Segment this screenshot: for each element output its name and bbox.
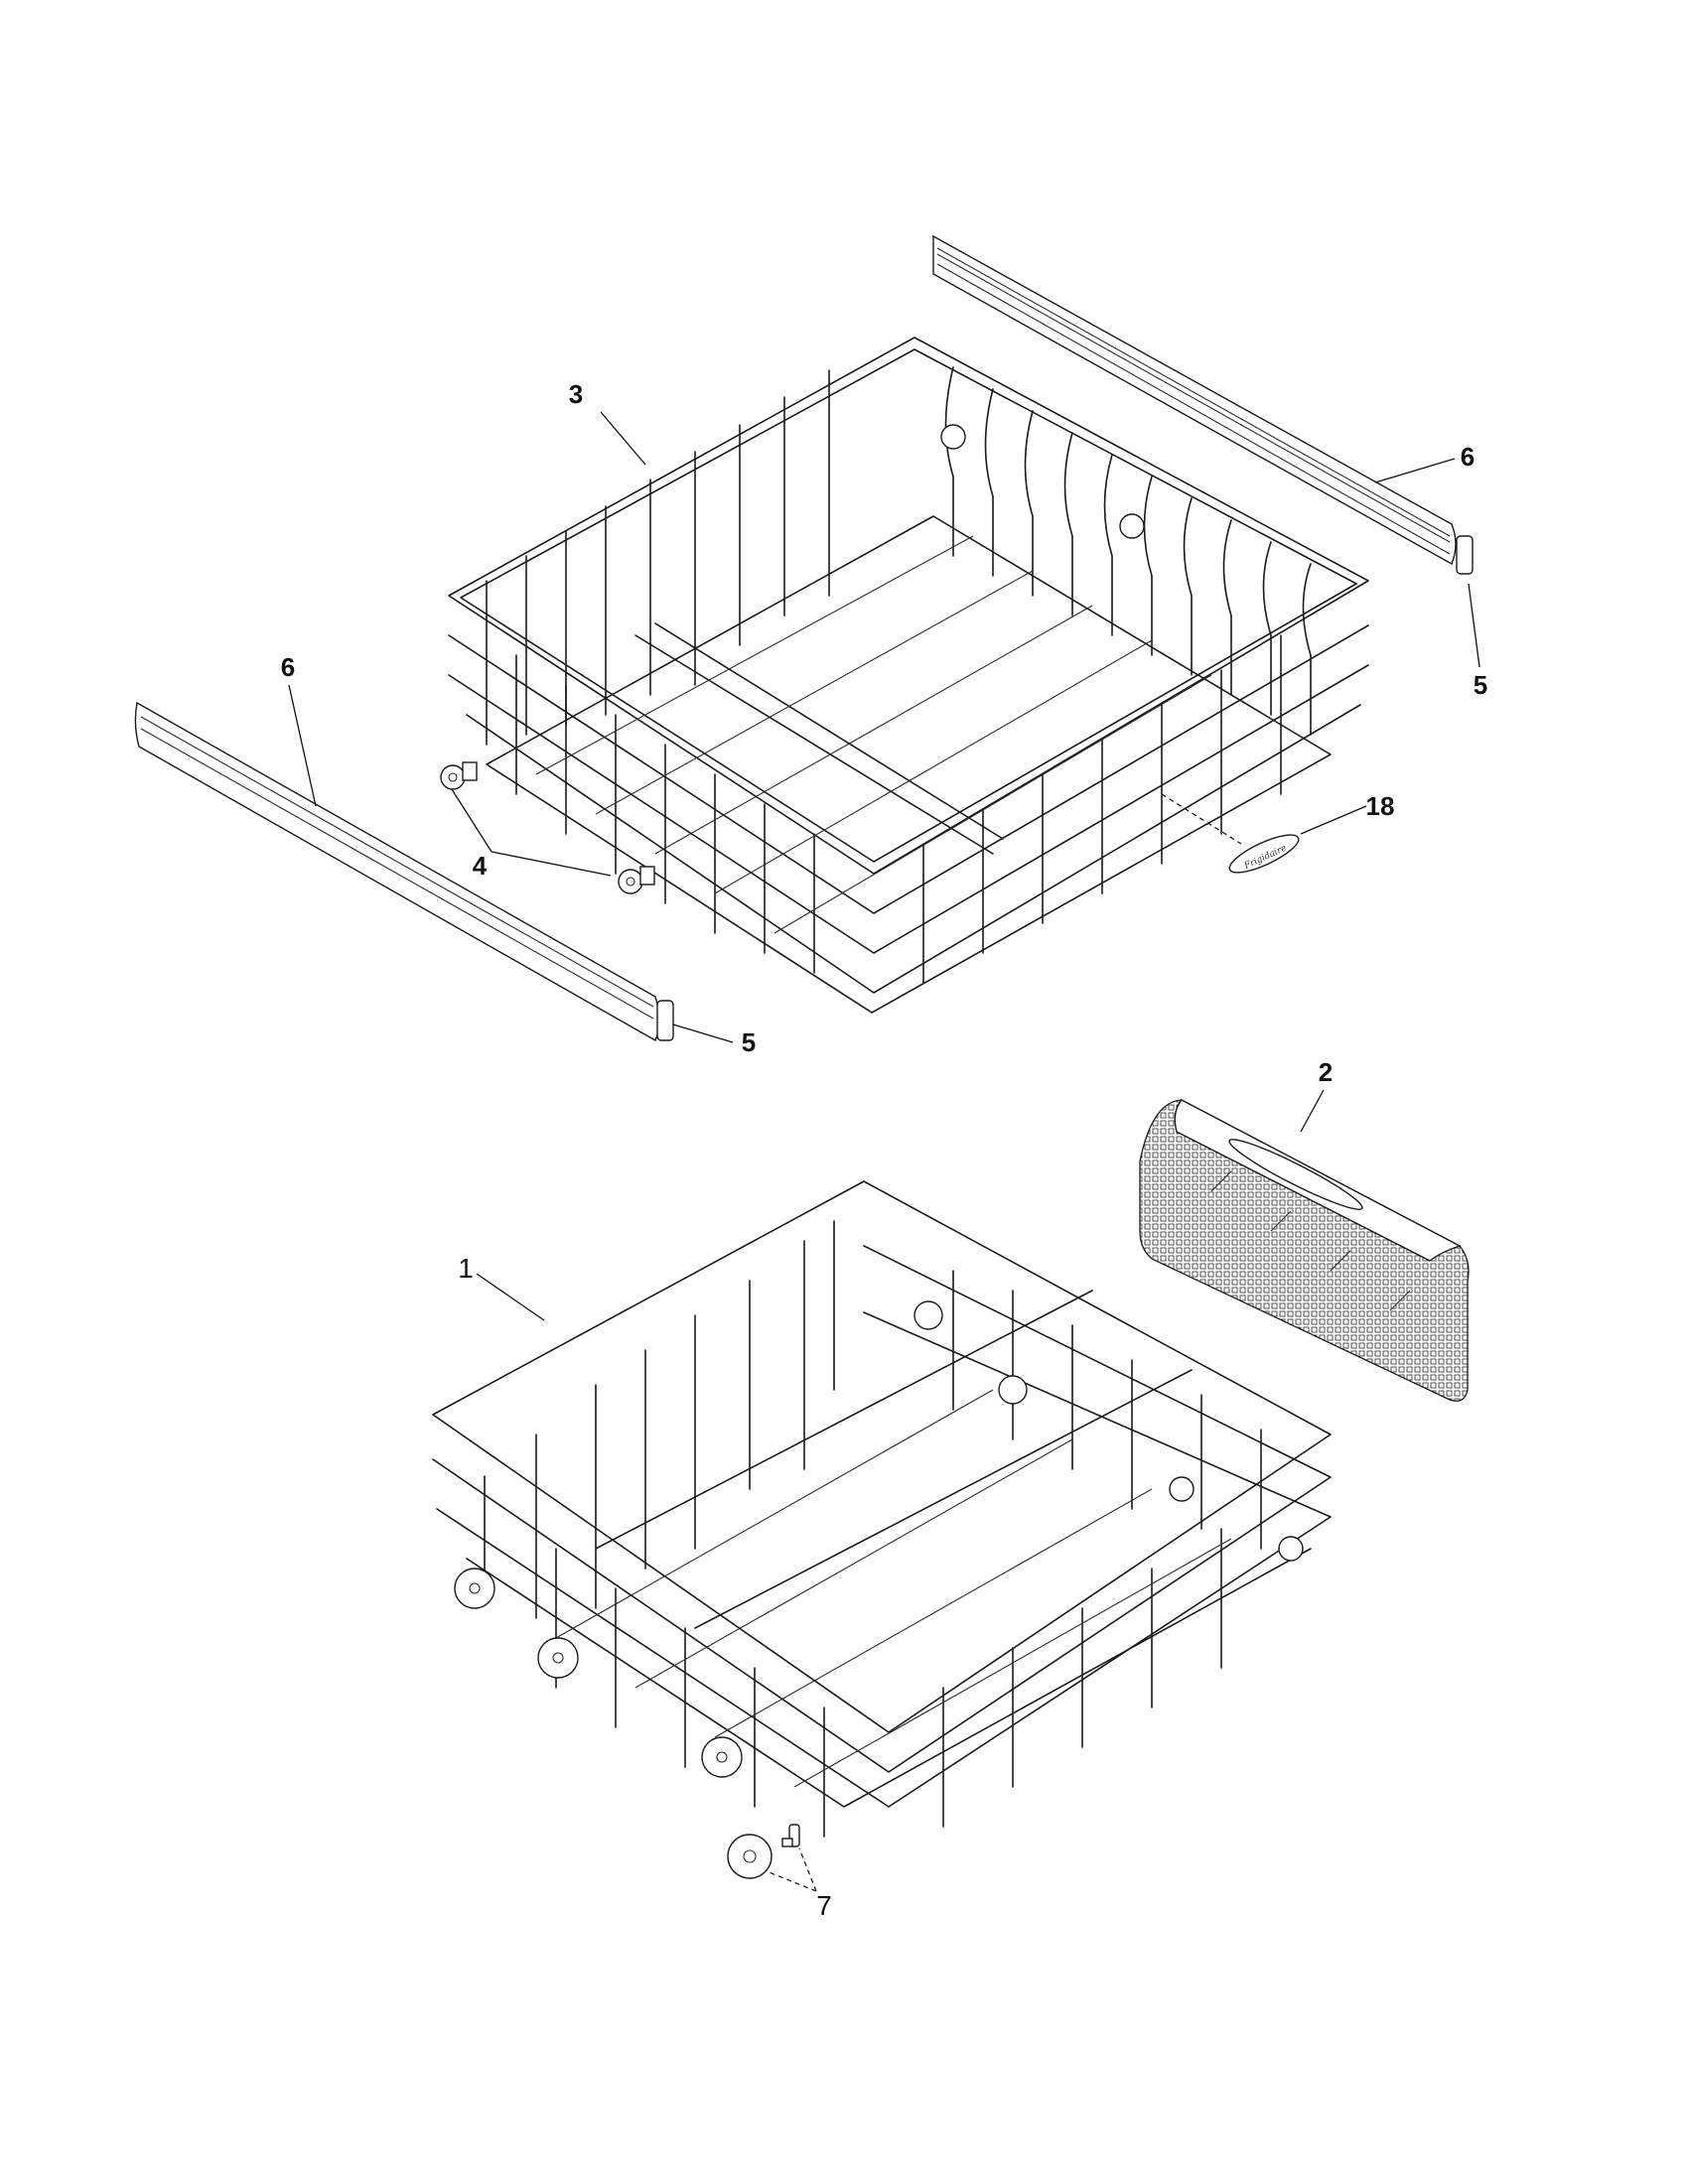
silverware-basket [1139,1099,1470,1402]
lower-rack [432,1180,1332,1838]
wheel-icon [727,1834,773,1879]
callout-5-left: 5 [741,1027,757,1057]
wheel-icon [440,761,478,790]
callout-2: 2 [1318,1057,1334,1087]
wheel-icon [618,866,655,894]
leader-lines [288,411,1480,1892]
callout-5-right: 5 [1473,670,1488,700]
callout-4: 4 [472,851,488,881]
wheel-icon [701,1736,743,1778]
upper-rack-wheels [440,761,655,894]
rail-end-cap-right [1456,535,1474,575]
rail-right [932,234,1457,566]
callout-3: 3 [568,379,584,409]
callout-6-left: 6 [280,652,296,682]
callout-1: 1 [458,1253,474,1284]
callout-7: 7 [816,1890,832,1921]
upper-rack [448,337,1369,1014]
axle-icon [781,1824,800,1847]
lower-rack-wheel-and-axle [727,1824,800,1879]
brand-nameplate: Frigidaire [1161,793,1300,874]
wheel-icon [537,1637,579,1679]
wheel-icon [454,1568,495,1609]
rail-end-cap-left [656,1000,674,1041]
rail-left [134,701,660,1041]
callout-18: 18 [1365,791,1395,821]
callout-6-right: 6 [1460,442,1476,472]
